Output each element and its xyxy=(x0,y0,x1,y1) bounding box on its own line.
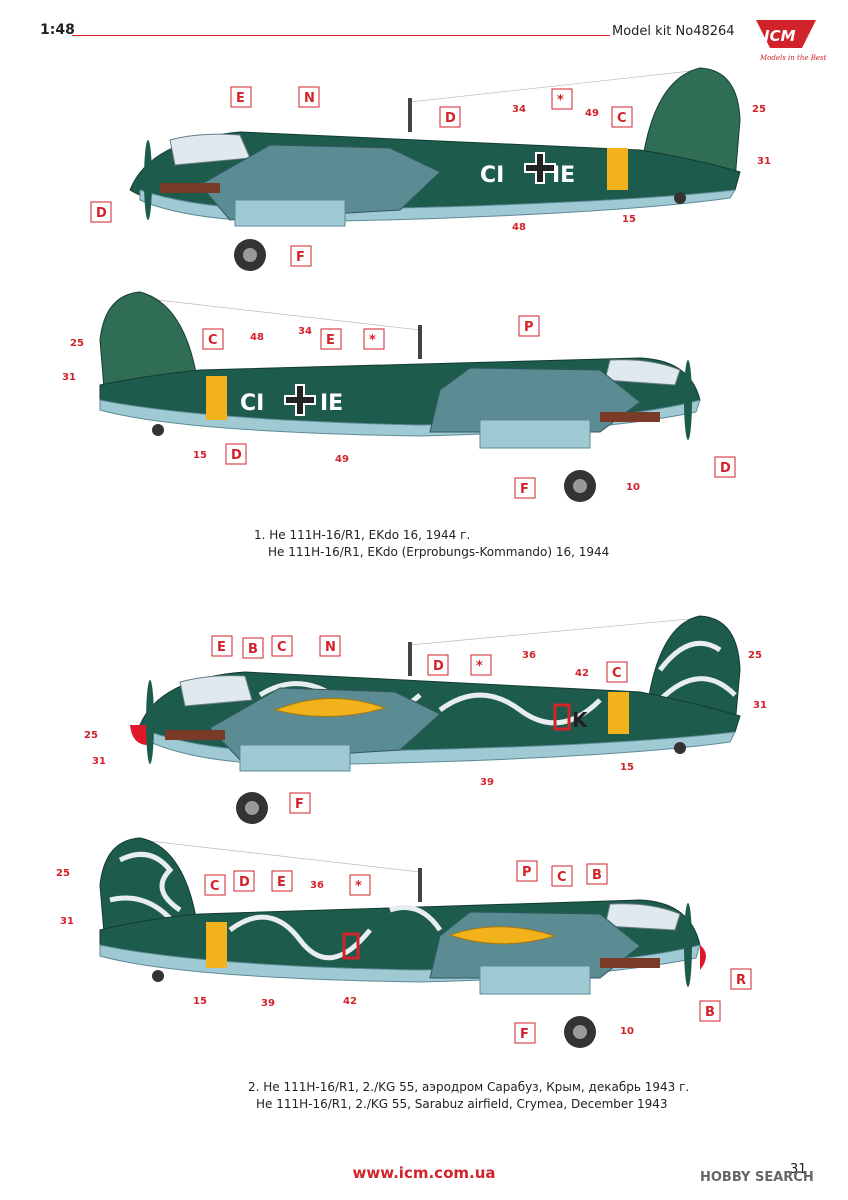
svg-text:E: E xyxy=(236,91,245,106)
svg-text:P: P xyxy=(524,320,534,335)
svg-text:15: 15 xyxy=(193,996,207,1007)
svg-text:31: 31 xyxy=(62,372,76,383)
v1-code-left: CI xyxy=(480,163,504,188)
v2-caption-line1: 2. He 111H-16/R1, 2./KG 55, аэродром Сар… xyxy=(248,1080,690,1094)
svg-text:C: C xyxy=(277,640,287,655)
svg-text:25: 25 xyxy=(84,730,98,741)
variant2-drawing: K E B C N D * C F 36 42 25 31 25 31 39 15 xyxy=(56,615,767,1048)
svg-text:31: 31 xyxy=(60,916,74,927)
svg-text:25: 25 xyxy=(748,650,762,661)
svg-text:E: E xyxy=(326,333,335,348)
svg-text:F: F xyxy=(520,482,529,497)
svg-text:15: 15 xyxy=(620,762,634,773)
svg-text:48: 48 xyxy=(250,332,264,343)
svg-text:C: C xyxy=(208,333,218,348)
v2b-callouts: C D E * P C B R B F 25 31 36 15 39 42 10 xyxy=(56,860,752,1044)
svg-text:C: C xyxy=(210,879,220,894)
svg-text:25: 25 xyxy=(752,104,766,115)
svg-text:25: 25 xyxy=(70,338,84,349)
svg-text:10: 10 xyxy=(620,1026,634,1037)
aircraft-2-left: K E B C N D * C F 36 42 25 31 25 31 39 15 xyxy=(84,615,767,824)
svg-text:42: 42 xyxy=(575,668,589,679)
variant1-drawing: CI IE E N D C D F * 34 49 25 31 48 15 xyxy=(62,67,771,502)
svg-text:N: N xyxy=(325,640,336,655)
v1-callouts: E N D C D F * 34 49 25 31 48 15 xyxy=(90,86,771,267)
svg-text:C: C xyxy=(612,666,622,681)
svg-text:K: K xyxy=(572,708,589,732)
svg-text:39: 39 xyxy=(261,998,275,1009)
v2-callouts: E B C N D * C F 36 42 25 31 25 31 39 15 xyxy=(84,635,767,814)
header-rule xyxy=(72,35,610,36)
svg-text:P: P xyxy=(522,865,532,880)
svg-text:49: 49 xyxy=(585,108,599,119)
svg-text:48: 48 xyxy=(512,222,526,233)
svg-text:B: B xyxy=(705,1005,715,1020)
brand-text: ICM xyxy=(764,27,796,45)
balkenkreuz-icon xyxy=(524,152,556,184)
svg-text:F: F xyxy=(520,1027,529,1042)
svg-text:31: 31 xyxy=(92,756,106,767)
v1b-code-left: CI xyxy=(240,391,264,416)
svg-text:F: F xyxy=(296,250,305,265)
scale-label: 1:48 xyxy=(40,22,75,38)
svg-text:*: * xyxy=(369,333,376,348)
aircraft-1-left: CI IE E N D C D F * 34 49 25 31 48 15 xyxy=(90,67,771,271)
svg-text:D: D xyxy=(433,659,444,674)
svg-text:49: 49 xyxy=(335,454,349,465)
brand-tagline: Models in the Best xyxy=(759,54,827,62)
svg-text:15: 15 xyxy=(193,450,207,461)
website-link[interactable]: www.icm.com.ua xyxy=(352,1164,496,1182)
svg-text:10: 10 xyxy=(626,482,640,493)
v1-caption-line2: He 111H-16/R1, EKdo (Erprobungs-Kommando… xyxy=(268,545,610,559)
svg-text:D: D xyxy=(239,875,250,890)
svg-text:15: 15 xyxy=(622,214,636,225)
v1b-callouts: C E * P D F D 48 34 25 31 15 49 10 xyxy=(62,315,736,499)
icm-logo: ICM Models in the Best xyxy=(756,20,827,62)
svg-text:D: D xyxy=(231,448,242,463)
svg-text:39: 39 xyxy=(480,777,494,788)
svg-text:C: C xyxy=(557,870,567,885)
svg-text:E: E xyxy=(277,875,286,890)
svg-text:B: B xyxy=(592,868,602,883)
svg-text:D: D xyxy=(720,461,731,476)
svg-text:36: 36 xyxy=(522,650,536,661)
svg-text:25: 25 xyxy=(56,868,70,879)
svg-text:C: C xyxy=(617,111,627,126)
svg-text:*: * xyxy=(476,659,483,674)
v2-caption-line2: He 111H-16/R1, 2./KG 55, Sarabuz airfiel… xyxy=(256,1097,668,1111)
page-number: 31 xyxy=(790,1162,807,1177)
v1-code-right: IE xyxy=(552,163,575,188)
aircraft-1-right: CI IE C E * P D F D 48 34 25 31 15 49 10 xyxy=(62,291,736,502)
balkenkreuz-icon xyxy=(284,384,316,416)
watermark: HOBBY SEARCH xyxy=(700,1170,814,1185)
svg-text:36: 36 xyxy=(310,880,324,891)
svg-text:34: 34 xyxy=(512,104,526,115)
svg-text:B: B xyxy=(248,642,258,657)
svg-text:*: * xyxy=(355,879,362,894)
svg-text:D: D xyxy=(445,111,456,126)
svg-text:D: D xyxy=(96,206,107,221)
svg-text:31: 31 xyxy=(757,156,771,167)
v1b-code-right: IE xyxy=(320,391,343,416)
v1-caption-line1: 1. He 111H-16/R1, EKdo 16, 1944 г. xyxy=(254,528,471,542)
svg-text:F: F xyxy=(295,797,304,812)
swastika-mark-icon: * xyxy=(557,93,564,108)
svg-text:31: 31 xyxy=(753,700,767,711)
svg-text:N: N xyxy=(304,91,315,106)
svg-text:42: 42 xyxy=(343,996,357,1007)
svg-text:34: 34 xyxy=(298,326,312,337)
svg-text:E: E xyxy=(217,640,226,655)
aircraft-2-right: C D E * P C B R B F 25 31 36 15 39 42 10 xyxy=(56,837,752,1048)
kit-number: Model kit No48264 xyxy=(612,24,735,39)
svg-text:R: R xyxy=(736,973,746,988)
